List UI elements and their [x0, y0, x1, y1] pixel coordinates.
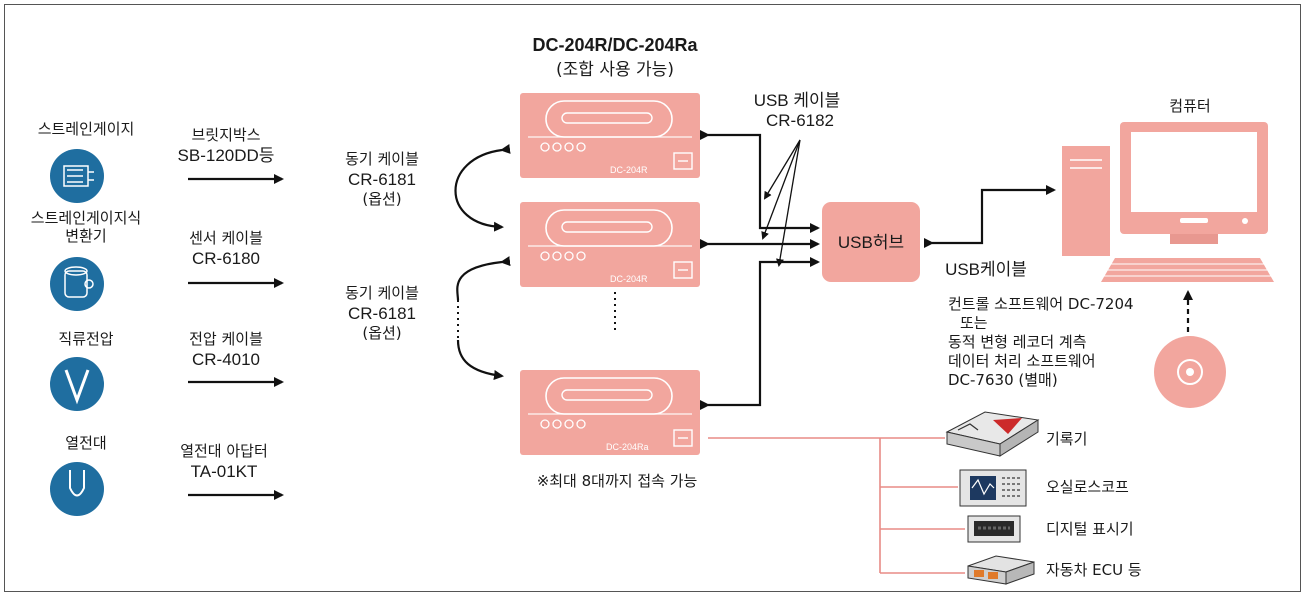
computer-icon: [1062, 122, 1274, 282]
device-unit-1: DC-204R: [520, 93, 700, 178]
output-lines: [708, 438, 965, 573]
usb-cable-arrows: [708, 135, 818, 405]
output-label-digital-display: 디지털 표시기: [1046, 520, 1134, 539]
software-line-1: 컨트롤 소프트웨어 DC-7204: [948, 295, 1134, 314]
cable-model-thermocouple: TA-01KT: [191, 462, 258, 481]
output-label-ecu: 자동차 ECU 등: [1046, 561, 1142, 580]
device-subtitle: (조합 사용 가능): [556, 61, 674, 80]
cable-label-voltage: 전압 케이블: [189, 330, 263, 349]
device-unit-3: DC-204Ra: [520, 370, 700, 455]
ecu-icon: [968, 556, 1034, 584]
sync-cable-model-1: CR-6181: [348, 170, 416, 189]
computer-label: 컴퓨터: [1169, 97, 1210, 116]
software-line-5: DC-7630 (별매): [948, 371, 1058, 390]
strain-gauge-icon: [50, 149, 104, 203]
transducer-icon: [50, 257, 104, 311]
output-label-oscilloscope: 오실로스코프: [1046, 478, 1129, 497]
sync-cable-label-2: 동기 케이블: [345, 284, 419, 303]
sensor-name-thermocouple: 열전대: [65, 434, 106, 453]
oscilloscope-icon: [960, 470, 1026, 506]
sync-cable-option-1: (옵션): [362, 190, 401, 209]
usb-cable-label: USB 케이블: [754, 91, 841, 110]
sync-cable-label-1: 동기 케이블: [345, 150, 419, 169]
device-label-3: DC-204Ra: [606, 442, 649, 452]
cd-disc-icon: [1154, 336, 1226, 408]
cable-label-thermocouple: 열전대 아답터: [180, 442, 268, 461]
usb-hub-label: USB허브: [838, 233, 904, 252]
thermocouple-icon: [50, 462, 104, 516]
device-unit-2: DC-204R: [520, 202, 700, 287]
device-label-1: DC-204R: [610, 165, 648, 175]
output-label-recorder: 기록기: [1046, 430, 1087, 449]
sync-cable-arrows: [456, 150, 503, 376]
cable-label-sensor: 센서 케이블: [189, 229, 263, 248]
recorder-icon: [947, 412, 1038, 456]
software-line-3: 동적 변형 레코더 계측: [948, 333, 1087, 352]
voltage-icon: [50, 357, 104, 411]
software-line-4: 데이터 처리 소프트웨어: [948, 352, 1096, 371]
sensor-name-voltage: 직류전압: [58, 330, 113, 349]
device-max-note: ※최대 8대까지 접속 가능: [537, 472, 698, 491]
cable-model-bridge-box: SB-120DD등: [178, 146, 275, 165]
hub-cable-arrow: [932, 190, 1054, 243]
sensor-name-transducer: 스트레인게이지식 변환기: [31, 209, 141, 245]
cable-model-voltage: CR-4010: [192, 350, 260, 369]
sync-cable-model-2: CR-6181: [348, 304, 416, 323]
usb-cable-model: CR-6182: [766, 111, 834, 130]
device-label-2: DC-204R: [610, 274, 648, 284]
sensor-name-strain-gauge: 스트레인게이지: [38, 120, 135, 139]
cable-label-bridge-box: 브릿지박스: [191, 126, 260, 145]
cable-model-sensor: CR-6180: [192, 249, 260, 268]
device-title: DC-204R/DC-204Ra: [532, 36, 697, 55]
digital-display-icon: [968, 516, 1020, 542]
sync-cable-option-2: (옵션): [362, 324, 401, 343]
software-line-2: 또는: [960, 314, 988, 333]
hub-cable-label: USB케이블: [945, 260, 1027, 279]
